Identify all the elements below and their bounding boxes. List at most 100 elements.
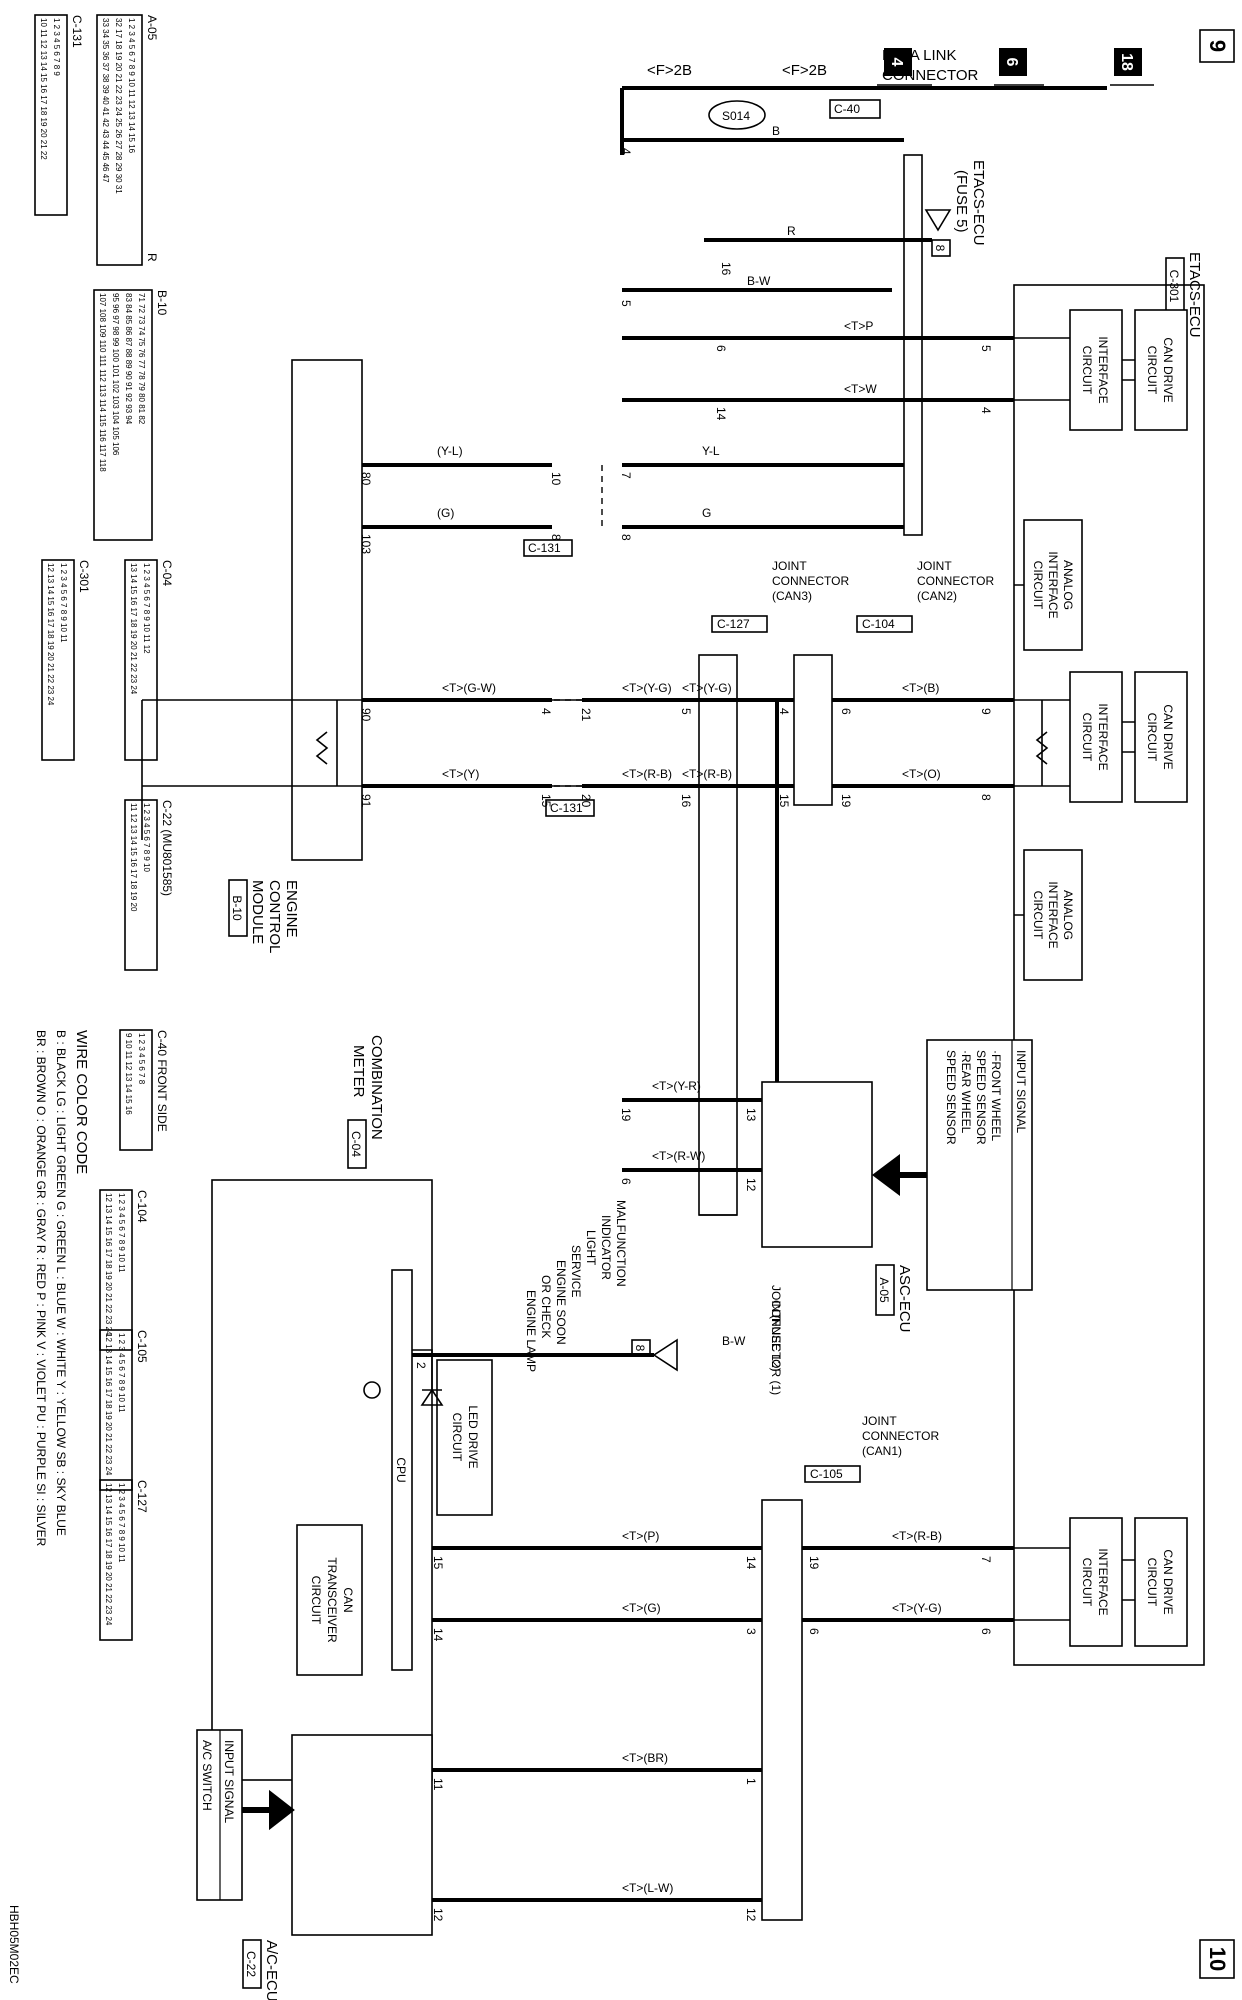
connector-pin-row: 1 2 3 4 5 6 7 8 9 10 [142, 803, 151, 872]
jc2-line3: (CAN2) [917, 589, 957, 603]
data-link-wires: <F>2B <F>2B S014 R 16 B-W 5 B 4 [619, 62, 932, 307]
jc1-line1: JOINT [862, 1414, 897, 1428]
analog-1-line1: ANALOG [1061, 560, 1075, 610]
pin-j1-3: 3 [744, 1628, 758, 1635]
can-drive-2-line1: CAN DRIVE [1161, 704, 1175, 769]
connector-pin-row: 71 72 73 74 75 76 77 78 79 80 81 82 [137, 293, 146, 425]
legend-row-1: B : BLACK LG : LIGHT GREEN G : GREEN L :… [54, 1030, 68, 1536]
asc-input-5: SPEED SENSOR [944, 1050, 958, 1145]
jc3-code: C-127 [717, 617, 750, 631]
connector-pin-row: 1 2 3 4 5 6 7 8 9 10 11 [117, 1333, 126, 1413]
pin-a-12: 12 [744, 1178, 758, 1192]
interface-2-line1: INTERFACE [1096, 703, 1110, 770]
connector-code: C-127 [135, 1480, 149, 1513]
wire-tbr: <T>(BR) [622, 1751, 668, 1765]
pin-ac-12: 12 [431, 1908, 445, 1922]
wire-tp: <T>P [844, 319, 873, 333]
connector-outline [96, 14, 143, 266]
connector-code: C-105 [135, 1330, 149, 1363]
can-trans-1: CAN [341, 1587, 355, 1612]
page-num-10: 10 [1205, 1947, 1230, 1971]
wire-r: R [787, 224, 796, 238]
etacs-fuse-source: ETACS-ECU (FUSE 5) 8 [924, 160, 987, 257]
pin-j1-19: 19 [807, 1556, 821, 1570]
connector-pin-row: 12 13 14 15 16 17 18 19 20 21 22 23 24 [104, 1193, 113, 1336]
left-terminals: 6 18 4 [622, 48, 1154, 90]
pin-dl-5: 5 [619, 300, 633, 307]
pin-dl-6: 6 [714, 345, 728, 352]
asc-input-2: ·FRONT WHEEL [989, 1050, 1003, 1141]
connector-pin-row: 83 84 85 86 87 88 89 90 91 92 93 94 [124, 293, 133, 425]
wire-tyg-c: <T>(Y-G) [892, 1601, 942, 1615]
jc1-line2: CONNECTOR [862, 1429, 939, 1443]
pin-j2-6: 6 [839, 708, 853, 715]
jc1-code: C-105 [810, 1467, 843, 1481]
asc-name: ASC-ECU [896, 1265, 913, 1333]
wire-color-legend: WIRE COLOR CODE B : BLACK LG : LIGHT GRE… [34, 1030, 90, 1547]
etacs-fuse-line1: ETACS-ECU [970, 160, 987, 246]
pin-dl-16: 16 [719, 262, 733, 276]
asc-ecu: ASC-ECU A-05 13 12 <T>(Y-R) <T>(R-W) 19 … [619, 700, 913, 1333]
can-trans-3: CIRCUIT [309, 1576, 323, 1625]
meter-line1: COMBINATION [368, 1035, 385, 1140]
pin-ac-11: 11 [431, 1778, 445, 1791]
ecm-code: B-10 [230, 895, 244, 921]
can-drive-3-line2: CIRCUIT [1145, 1558, 1159, 1607]
connector-outline [99, 1479, 133, 1641]
wire-yl-p: (Y-L) [437, 444, 463, 458]
pin-j1-12: 12 [744, 1908, 758, 1922]
wire-f2b-b: <F>2B [782, 62, 827, 79]
asc-input-4: ·REAR WHEEL [959, 1050, 973, 1134]
jc2-line2: CONNECTOR [917, 574, 994, 588]
ac-name: A/C-ECU [263, 1940, 280, 2000]
wire-tb: <T>(B) [902, 681, 939, 695]
can-drive-2-line2: CIRCUIT [1145, 713, 1159, 762]
pin-j2-19: 19 [839, 794, 853, 808]
etacs-ecu-code: C-301 [1167, 270, 1181, 303]
pin-e-8: 8 [979, 794, 993, 801]
ac-input-1: INPUT SIGNAL [222, 1740, 236, 1823]
etacs-dl-can: 5 4 <T>P <T>W 6 14 [622, 319, 1014, 421]
connector-pin-row: 95 96 97 98 99 100 101 102 103 104 105 1… [111, 293, 120, 456]
interface-2-line2: CIRCUIT [1080, 713, 1094, 762]
term-6: 6 [1003, 58, 1020, 67]
page-number-left: 9 [1199, 29, 1235, 63]
jc3-line3: (CAN3) [772, 589, 812, 603]
mil-3: LIGHT [584, 1230, 598, 1266]
wire-tp2: <T>(P) [622, 1529, 659, 1543]
connector-code: A-05 [145, 15, 159, 41]
can-drive-1-line1: CAN DRIVE [1161, 337, 1175, 402]
connector-outline [124, 799, 158, 971]
jcf-line3: (FUSE 12) [769, 1315, 783, 1372]
ref-c131-b: C-131 [550, 801, 583, 815]
pin-dl-14: 14 [714, 407, 728, 421]
asc-code: A-05 [877, 1277, 891, 1303]
meter-line2: METER [350, 1045, 367, 1098]
pin-m-19: 19 [619, 1108, 633, 1122]
pin-m-6: 6 [619, 1178, 633, 1185]
connector-pin-row: 1 2 3 4 5 6 7 8 9 [52, 18, 61, 76]
etacs-ecu: ETACS-ECU C-301 CAN DRIVE CIRCUIT INTERF… [1013, 252, 1205, 1666]
pin-j2-15: 15 [777, 794, 791, 808]
wire-trb-b: <T>(R-B) [622, 767, 672, 781]
jc-can1: JOINT CONNECTOR (CAN1) C-105 7 6 <T>(R-B… [431, 1414, 1014, 1922]
wire-b: B [772, 124, 780, 138]
jc3-line2: CONNECTOR [772, 574, 849, 588]
analog-1-line2: INTERFACE [1046, 551, 1060, 618]
ecm-line3: MODULE [249, 880, 266, 944]
connector-pin-row: 1 2 3 4 5 6 7 8 [137, 1033, 146, 1085]
ac-ecu: A/C-ECU C-22 [242, 1734, 433, 2000]
can-drive-3-line1: CAN DRIVE [1161, 1549, 1175, 1614]
pin-j1-6: 6 [807, 1628, 821, 1635]
connector-pin-row: 13 14 15 16 17 18 19 20 21 22 23 24 [129, 563, 138, 695]
pin-m-15: 15 [431, 1556, 445, 1570]
dl-ecm-wires: Y-L G 7 8 10 8 C-131 (Y-L) (G) 80 103 [359, 444, 904, 557]
connector-pin-row: 12 13 14 15 16 17 18 19 20 21 22 23 24 [104, 1483, 113, 1626]
asc-input-3: SPEED SENSOR [974, 1050, 988, 1145]
